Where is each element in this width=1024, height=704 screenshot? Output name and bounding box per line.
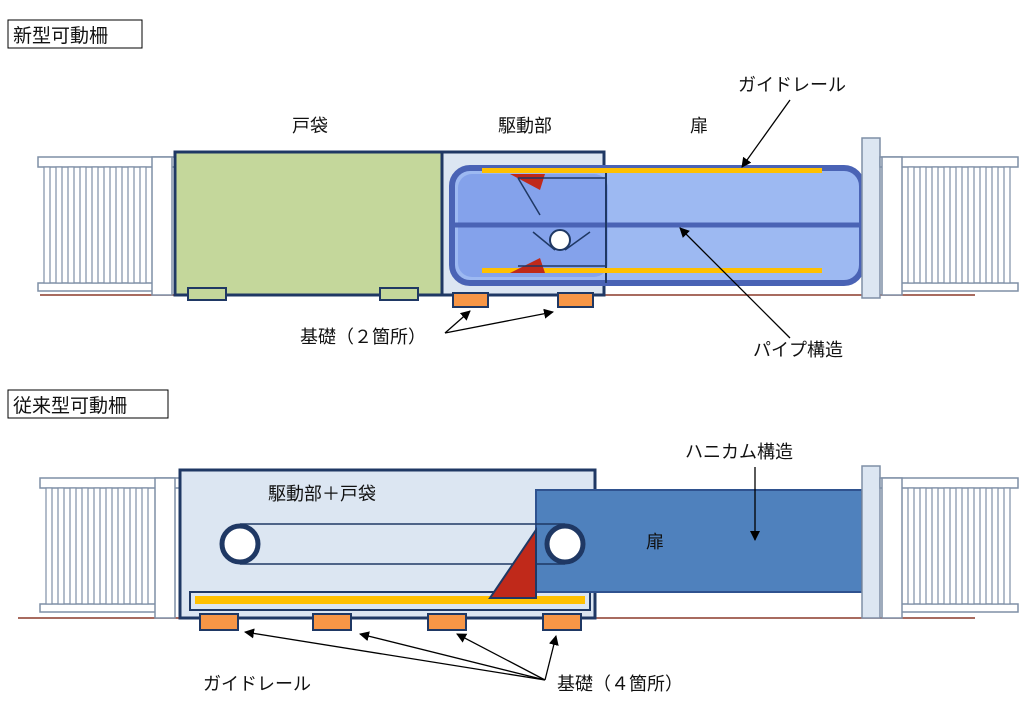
fence-bar <box>991 487 999 605</box>
arrow-foundation-old-2 <box>456 633 546 681</box>
fence-bar <box>115 166 123 284</box>
pulley-icon <box>549 229 571 251</box>
label-guide-rail: ガイドレール <box>738 75 846 96</box>
label-guide-rail-old: ガイドレール <box>203 674 311 695</box>
fence-bar <box>129 487 137 605</box>
old-gate-section: 従来型可動柵 <box>7 389 1019 695</box>
fence-post <box>861 465 881 619</box>
new-gate-title: 新型可動柵 <box>13 25 108 47</box>
old-gate-title: 従来型可動柵 <box>13 395 127 417</box>
fence-post <box>881 477 903 619</box>
old-gate-title-box <box>7 389 169 419</box>
fence-bar <box>55 166 63 284</box>
label-drive-pocket: 駆動部＋戸袋 <box>268 484 376 505</box>
guide-rail-top <box>482 168 822 173</box>
fence-bar <box>127 166 135 284</box>
fence-bar <box>67 166 75 284</box>
fence-bar <box>117 487 125 605</box>
fence-bar <box>1003 166 1011 284</box>
fence-bar <box>105 487 113 605</box>
fence-bar <box>93 487 101 605</box>
pocket-pad <box>379 287 419 301</box>
new-gate-section: 新型可動柵 <box>7 19 1019 361</box>
arrow-foundation-old-1 <box>359 631 546 681</box>
new-gate-title-box <box>7 19 143 49</box>
foundation-block <box>312 613 352 631</box>
fence-post <box>861 137 881 299</box>
fence-bar <box>991 166 999 284</box>
fence-bar <box>69 487 77 605</box>
fence-bars <box>907 487 1011 605</box>
label-door: 扉 <box>690 116 708 137</box>
label-drive-unit: 駆動部 <box>498 116 552 137</box>
fence-bar <box>943 166 951 284</box>
foundation-block <box>542 613 582 631</box>
new-right-fence <box>861 137 1019 299</box>
door-pocket <box>173 150 444 297</box>
fence-bar <box>43 166 51 284</box>
fence-bar <box>45 487 53 605</box>
fence-bar <box>57 487 65 605</box>
arrow-foundation-old-3 <box>544 635 559 681</box>
fence-bar <box>103 166 111 284</box>
fence-bars <box>43 166 147 284</box>
fence-post <box>151 156 173 296</box>
fence-bar <box>79 166 87 284</box>
label-pipe-structure: パイプ構造 <box>753 340 843 361</box>
fence-bar <box>1003 487 1011 605</box>
fence-bars <box>45 487 149 605</box>
pocket-pad <box>187 287 227 301</box>
fence-bar <box>907 487 915 605</box>
foundation-block <box>557 292 594 308</box>
fence-bar <box>979 487 987 605</box>
label-honeycomb: ハニカム構造 <box>685 442 793 463</box>
arrow-guide-rail-old <box>244 628 546 681</box>
arrow-foundation-1 <box>444 310 471 334</box>
old-right-fence <box>861 465 1019 619</box>
label-door-pocket: 戸袋 <box>292 116 328 137</box>
fence-bar <box>919 166 927 284</box>
fence-post <box>154 477 176 619</box>
fence-bar <box>967 487 975 605</box>
fence-bar <box>943 487 951 605</box>
fence-bar <box>931 166 939 284</box>
old-left-fence <box>39 477 181 619</box>
label-foundation: 基礎（２箇所） <box>300 327 426 348</box>
fence-bar <box>931 487 939 605</box>
fence-bar <box>955 166 963 284</box>
arrow-pipe-structure <box>679 227 791 339</box>
new-left-fence <box>37 156 177 296</box>
fence-post <box>881 156 903 296</box>
pulley-right-icon <box>544 523 586 565</box>
guide-rail-bottom <box>482 268 822 273</box>
guide-rail-old <box>195 596 585 604</box>
fence-bar <box>967 166 975 284</box>
fence-bar <box>139 166 147 284</box>
label-foundation-old: 基礎（４箇所） <box>557 674 683 695</box>
fence-bars <box>907 166 1011 284</box>
fence-bar <box>81 487 89 605</box>
fence-bar <box>979 166 987 284</box>
fence-bar <box>919 487 927 605</box>
foundation-block <box>199 613 239 631</box>
foundation-block <box>452 292 489 308</box>
fence-bar <box>141 487 149 605</box>
pulley-left-icon <box>219 523 261 565</box>
fence-bar <box>955 487 963 605</box>
label-door-old: 扉 <box>646 532 664 553</box>
arrow-foundation-2 <box>444 308 554 334</box>
arrow-guide-rail <box>741 99 791 168</box>
drive-triangle-old <box>488 526 537 599</box>
foundation-block <box>427 613 467 631</box>
fence-bar <box>91 166 99 284</box>
fence-bar <box>907 166 915 284</box>
